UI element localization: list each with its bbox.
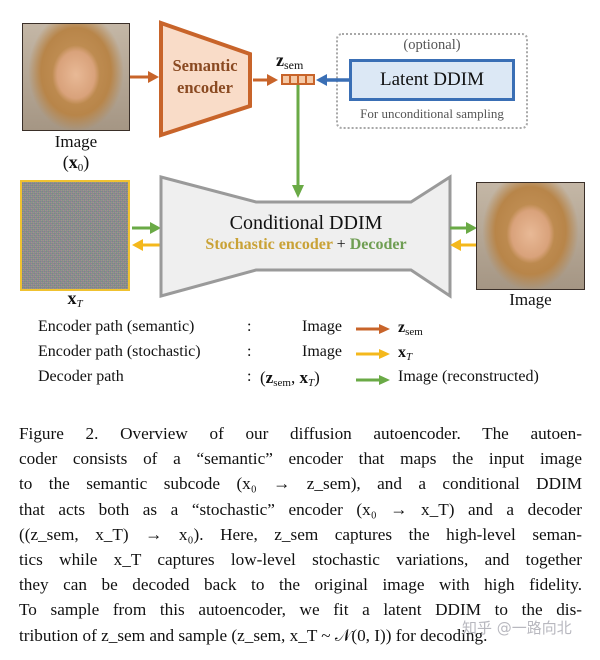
- caption-line: To sample from this autoencoder, we fit …: [19, 600, 582, 620]
- arrow-output-to-ddim: [450, 239, 478, 251]
- decoder-label: Decoder: [349, 236, 407, 253]
- conditional-ddim-subtitle: Stochastic encoder + Decoder: [158, 236, 454, 254]
- caption-line: that acts both as a “stochastic” encoder…: [19, 499, 582, 519]
- legend-row-stochastic: Encoder path (stochastic) : Image xT: [38, 343, 413, 363]
- caption-line: tribution of z_sem and sample (z_sem, x_…: [19, 625, 488, 645]
- plus-sign: +: [336, 236, 346, 253]
- arrow-latent-to-zsem: [316, 74, 351, 86]
- arrow-to-zsem: [253, 74, 278, 86]
- caption-line: tics while x_T captures low-level stocha…: [19, 550, 582, 570]
- legend-arrow-yellow: [356, 349, 390, 359]
- latent-ddim-block: Latent DDIM: [349, 59, 515, 101]
- latent-ddim-note: For unconditional sampling: [360, 106, 504, 121]
- legend-arrow-green: [356, 375, 390, 385]
- conditional-ddim-title: Conditional DDIM: [229, 212, 383, 234]
- latent-ddim-title: Latent DDIM: [380, 69, 484, 90]
- noise-image-xt: [20, 180, 130, 291]
- decoder-input-math: (zsem, xT): [260, 368, 320, 389]
- legend-row-decoder: Decoder path : (zsem, xT) Image (reconst…: [38, 368, 539, 389]
- optional-label: (optional): [403, 37, 461, 53]
- zsem-label: zsem: [276, 50, 304, 72]
- input-face-image: [22, 23, 130, 131]
- noise-image-label: xT: [67, 288, 83, 310]
- arrow-zsem-to-ddim: [292, 85, 304, 198]
- semantic-encoder-block: [159, 20, 252, 138]
- input-image-math: (x0): [62, 152, 90, 174]
- legend-arrow-orange: [356, 324, 390, 334]
- input-image-label: Image: [54, 132, 98, 151]
- output-face-image: [476, 182, 585, 290]
- caption-line: ((z_sem, x_T) → x₀). Here, z_sem capture…: [19, 524, 582, 544]
- zsem-vector: [281, 74, 315, 85]
- arrow-to-semantic-encoder: [130, 71, 159, 83]
- caption-line: Figure 2. Overview of our diffusion auto…: [19, 424, 582, 443]
- arrow-ddim-to-noise: [132, 239, 162, 251]
- stochastic-encoder-label: Stochastic encoder: [205, 236, 333, 253]
- caption-line: coder consists of a “semantic” encoder t…: [19, 449, 582, 469]
- arrow-noise-to-ddim: [132, 222, 161, 234]
- figure-caption: Figure 2. Overview of our diffusion auto…: [19, 421, 582, 648]
- conditional-ddim-block: [159, 174, 452, 299]
- watermark: 知乎 @一路向北: [462, 619, 572, 637]
- arrow-ddim-to-output: [450, 222, 477, 234]
- output-image-label: Image: [509, 290, 552, 309]
- semantic-encoder-label: Semantic encoder: [172, 56, 238, 97]
- caption-line: they can be decoded back to the original…: [19, 575, 582, 595]
- caption-line: to the semantic subcode (x₀ → z_sem), an…: [19, 474, 582, 494]
- legend-row-semantic: Encoder path (semantic) : Image zsem: [38, 318, 423, 338]
